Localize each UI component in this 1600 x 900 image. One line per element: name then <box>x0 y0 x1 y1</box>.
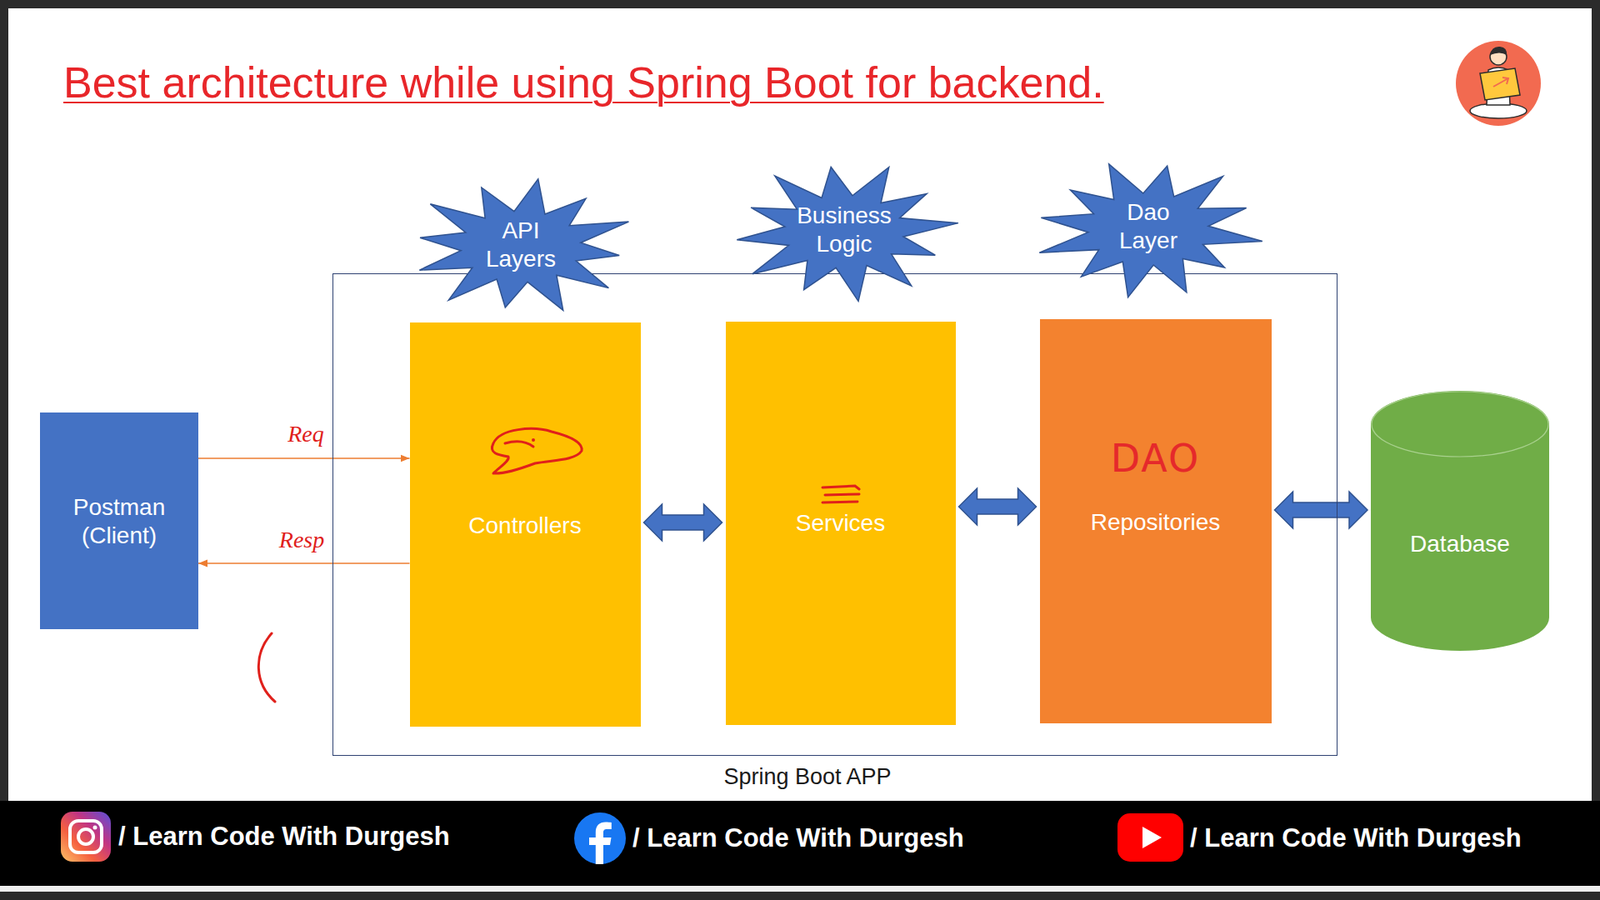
cylinder-body <box>1370 390 1550 651</box>
app-container: Spring Boot APPControllersServicesDAORep… <box>332 273 1338 756</box>
cylinder-top <box>1371 391 1549 457</box>
hand-sketch <box>491 429 582 475</box>
social-handle: / Learn Code With Durgesh <box>1190 822 1522 854</box>
instagram-lens <box>78 829 94 845</box>
node-text: Postman (Client) <box>50 493 189 550</box>
node-text: Services <box>795 509 885 538</box>
layer-burst: Business Logic <box>727 160 961 304</box>
burst-shape <box>736 166 959 301</box>
block-arrow <box>644 504 723 541</box>
node-text: Controllers <box>468 511 581 540</box>
instagram-icon <box>60 811 111 862</box>
request-arrow <box>198 562 410 565</box>
bracket-sketch <box>258 633 275 702</box>
slide-panel <box>8 8 1592 801</box>
request-arrow <box>198 457 410 460</box>
node-text: Business Logic <box>792 201 896 258</box>
instagram-tile <box>60 811 111 862</box>
database-cylinder: Database <box>1370 390 1550 651</box>
logo-mark <box>1493 77 1509 87</box>
youtube-icon <box>1117 813 1184 862</box>
list-sketch <box>822 485 860 503</box>
logo-hair <box>1490 46 1507 55</box>
facebook-circle <box>574 812 626 865</box>
facebook-glyph <box>589 822 612 865</box>
youtube-play <box>1142 826 1162 849</box>
layer-burst: API Layers <box>403 176 639 317</box>
node-text: Database <box>1410 530 1510 559</box>
burst-shape <box>419 179 629 310</box>
facebook-icon <box>574 812 626 865</box>
footer-strip <box>0 885 1600 892</box>
burst-shape <box>1039 164 1263 298</box>
block-arrow <box>1275 491 1369 529</box>
layer-burst: Dao Layer <box>1030 158 1266 300</box>
node-text: Dao Layer <box>1096 198 1200 255</box>
slide-title: Best architecture while using Spring Boo… <box>63 56 1105 109</box>
node-text: API Layers <box>469 216 573 273</box>
edge-label: Resp <box>276 525 327 555</box>
layer-box: Controllers <box>410 322 641 727</box>
instagram-dot <box>93 825 98 830</box>
footer-bar <box>0 800 1600 886</box>
logo-laptop <box>1480 68 1520 100</box>
client-box: Postman (Client) <box>40 412 199 630</box>
sketch-dot <box>531 438 535 442</box>
handwritten-note: DAO <box>1110 435 1200 482</box>
youtube-tile <box>1117 813 1184 862</box>
node-text: Spring Boot APP <box>723 763 891 790</box>
instagram-frame <box>70 820 102 853</box>
layer-box: Services <box>725 321 956 725</box>
block-arrow <box>959 488 1037 525</box>
layer-box: DAO Repositories <box>1040 319 1272 724</box>
cylinder-outline <box>1370 390 1550 651</box>
channel-logo <box>1455 40 1541 126</box>
social-handle: / Learn Code With Durgesh <box>632 822 965 854</box>
logo-circle <box>1455 40 1541 126</box>
node-text: Repositories <box>1090 508 1221 537</box>
social-handle: / Learn Code With Durgesh <box>118 820 450 852</box>
edge-label: Req <box>285 420 327 449</box>
